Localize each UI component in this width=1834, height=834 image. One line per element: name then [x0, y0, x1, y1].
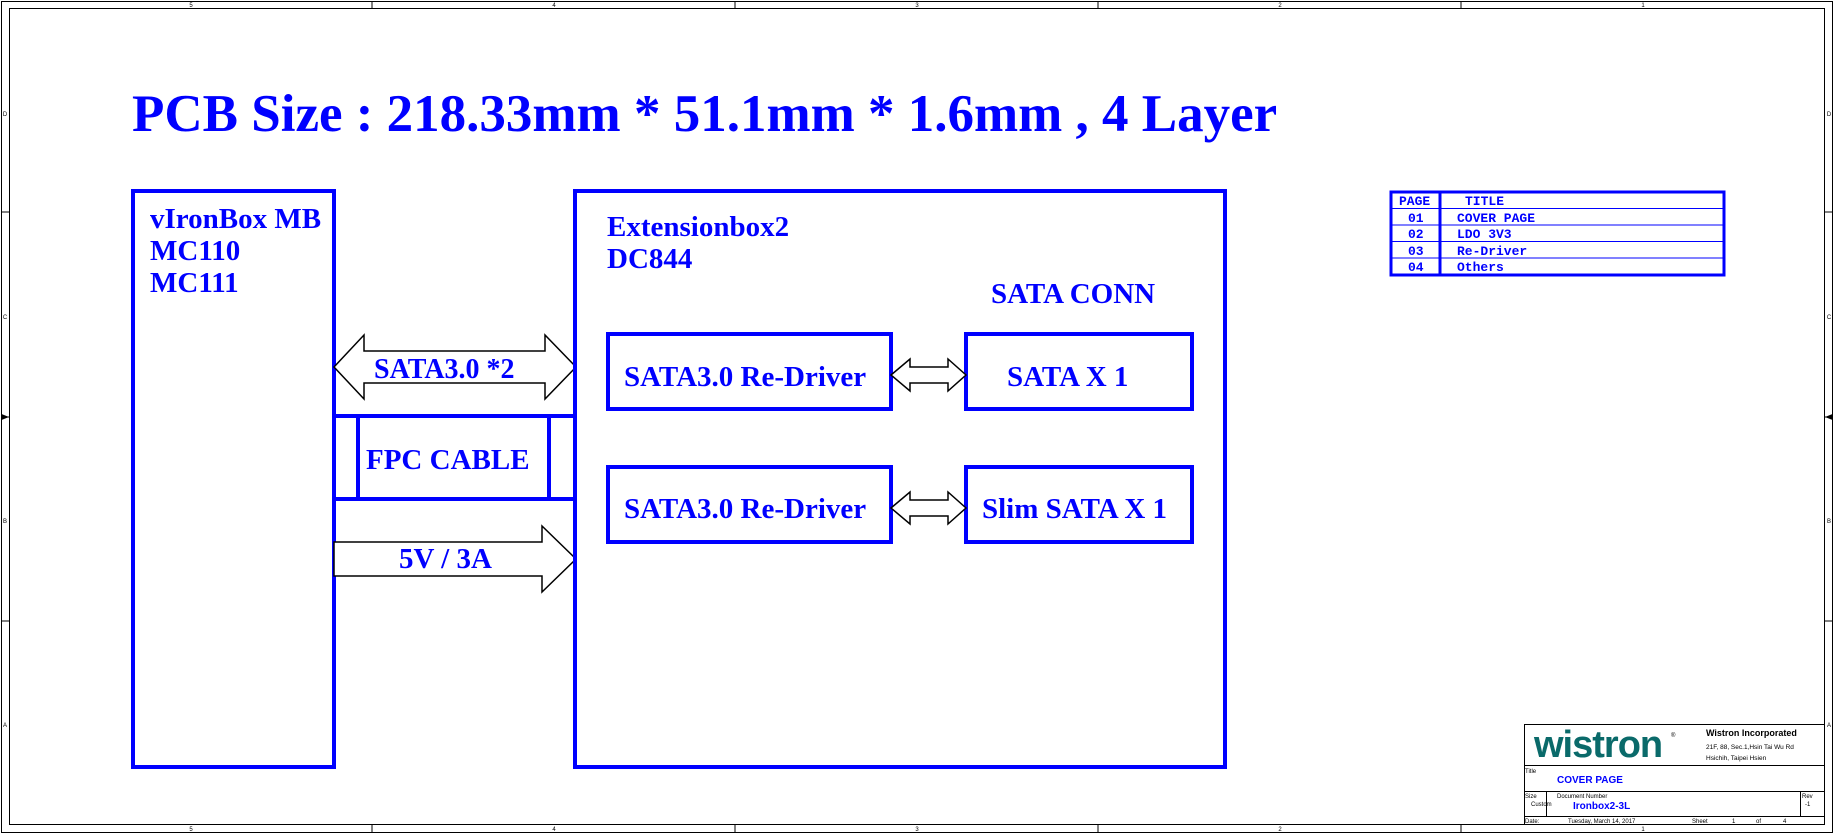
pcb-size-heading: PCB Size : 218.33mm * 51.1mm * 1.6mm , 4…: [132, 85, 1277, 143]
zone-label-left: A: [3, 723, 7, 729]
zone-label-top: 3: [915, 3, 919, 9]
index-header-page: PAGE: [1399, 194, 1430, 209]
sata-conn-label: SATA CONN: [991, 278, 1155, 310]
index-page-number: 02: [1408, 227, 1424, 242]
company-address: Hsichih, Taipei Hsien: [1706, 755, 1767, 762]
sheet-title: COVER PAGE: [1557, 775, 1623, 786]
index-page-number: 04: [1408, 260, 1424, 275]
fpc-cable-box: [356, 414, 551, 501]
size-value: Custom: [1531, 802, 1552, 808]
redriver-box: [606, 332, 893, 411]
power-label: 5V / 3A: [399, 543, 492, 575]
size-caption: Size: [1525, 794, 1537, 800]
fpc-cable-label: FPC CABLE: [366, 444, 530, 476]
page-index-table: PAGE TITLE 01 COVER PAGE 02 LDO 3V3 03 R…: [1389, 190, 1726, 277]
rev-value: -1: [1805, 802, 1811, 808]
document-number: Ironbox2-3L: [1573, 801, 1630, 812]
slim-sata-conn-box-label: Slim SATA X 1: [982, 493, 1167, 525]
zone-label-bottom: 3: [915, 827, 919, 833]
index-page-title: COVER PAGE: [1457, 211, 1535, 226]
zone-label-bottom: 4: [552, 827, 556, 833]
ext-block-model: DC844: [607, 243, 692, 275]
index-page-title: LDO 3V3: [1457, 227, 1512, 242]
center-mark-right: [1825, 414, 1833, 420]
mb-block-model: MC110: [150, 235, 240, 267]
zone-label-left: D: [3, 112, 8, 118]
index-page-title: Others: [1457, 260, 1504, 275]
sata-conn-box-label: SATA X 1: [1007, 361, 1128, 393]
ext-block: [573, 189, 1227, 769]
sheet-total: 4: [1783, 819, 1787, 825]
company-address: 21F, 88, Sec.1,Hsin Tai Wu Rd: [1706, 744, 1794, 751]
index-page-number: 01: [1408, 211, 1424, 226]
zone-label-top: 4: [552, 3, 556, 9]
zone-label-top: 2: [1278, 3, 1282, 9]
center-mark-left: [1, 414, 9, 420]
zone-label-top: 1: [1641, 3, 1645, 9]
zone-label-right: C: [1827, 315, 1832, 321]
redriver-box: [606, 465, 893, 544]
zone-label-top: 5: [189, 3, 193, 9]
zone-label-right: B: [1827, 519, 1831, 525]
sata-link-label: SATA3.0 *2: [374, 354, 515, 385]
company-name: Wistron Incorporated: [1706, 728, 1797, 738]
title-caption: Title: [1525, 769, 1537, 775]
mb-block: [131, 189, 336, 769]
redriver-label: SATA3.0 Re-Driver: [624, 493, 866, 525]
docnum-caption: Document Number: [1557, 794, 1607, 800]
ext-block-name: Extensionbox2: [607, 211, 789, 243]
mb-block-model: MC111: [150, 267, 239, 299]
zone-label-left: B: [3, 519, 7, 525]
slim-sata-conn-box: [964, 465, 1194, 544]
sheet-value: 1: [1732, 819, 1736, 825]
date-value: Tuesday, March 14, 2017: [1568, 819, 1636, 825]
index-page-title: Re-Driver: [1457, 244, 1527, 259]
zone-label-bottom: 1: [1641, 827, 1645, 833]
zone-label-right: A: [1827, 723, 1831, 729]
redriver-conn-double-arrow: [889, 490, 968, 526]
mb-block-name: vIronBox MB: [150, 203, 321, 235]
title-block-frame: [1524, 724, 1825, 825]
title-block: [1524, 724, 1825, 825]
sata-conn-box: [964, 332, 1194, 411]
of-caption: of: [1756, 819, 1761, 825]
zone-label-right: D: [1827, 112, 1832, 118]
power-arrow: [333, 524, 578, 594]
sheet-caption: Sheet: [1692, 819, 1708, 825]
index-table-frame: [1389, 190, 1726, 277]
zone-label-bottom: 2: [1278, 827, 1282, 833]
zone-label-bottom: 5: [189, 827, 193, 833]
wistron-logo: wistron: [1533, 724, 1662, 766]
index-header-title: TITLE: [1465, 194, 1504, 209]
redriver-label: SATA3.0 Re-Driver: [624, 361, 866, 393]
zone-label-left: C: [3, 315, 8, 321]
redriver-conn-double-arrow: [889, 357, 968, 393]
registered-mark: ®: [1671, 732, 1676, 739]
rev-caption: Rev: [1802, 794, 1813, 800]
zone-labels: 5 4 3 2 1 5 4 3 2 1 D C B A D C B A: [3, 3, 1832, 833]
index-page-number: 03: [1408, 244, 1424, 259]
date-caption: Date:: [1525, 819, 1540, 825]
